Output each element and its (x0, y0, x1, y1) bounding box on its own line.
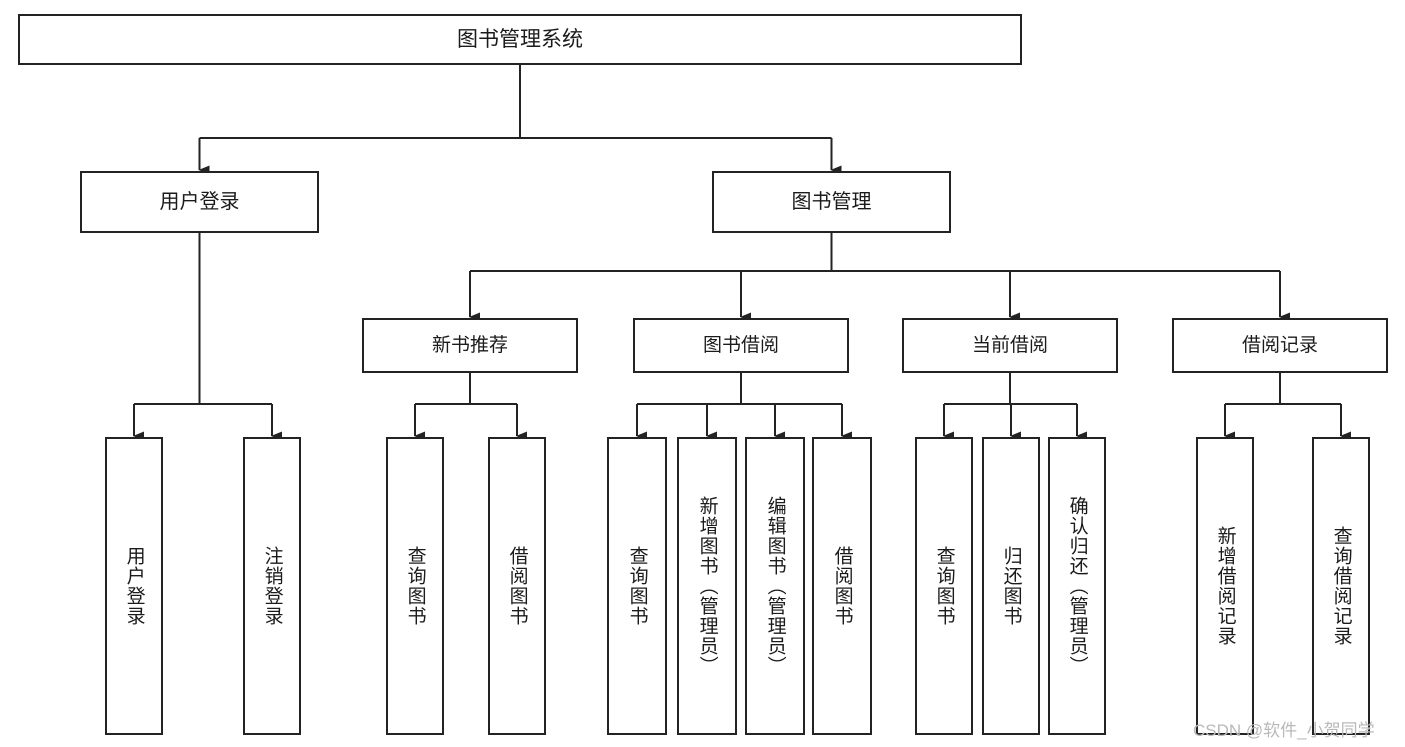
node-label: 查询借阅记录 (1330, 526, 1352, 646)
node-label: 查询图书 (404, 546, 426, 626)
node-label: 新增图书（管理员） (696, 496, 718, 676)
node-l-bo-query[interactable]: 查询图书 (607, 437, 667, 735)
node-label: 借阅图书 (506, 546, 528, 626)
node-l-nb-borrow[interactable]: 借阅图书 (488, 437, 546, 735)
node-label: 查询图书 (933, 546, 955, 626)
node-label: 新增借阅记录 (1214, 526, 1236, 646)
node-borrow[interactable]: 图书借阅 (633, 318, 849, 373)
node-l-bo-edit[interactable]: 编辑图书（管理员） (745, 437, 805, 735)
node-label: 归还图书 (1000, 546, 1022, 626)
node-l-login[interactable]: 用户登录 (105, 437, 163, 735)
node-label: 图书管理系统 (457, 27, 583, 51)
node-label: 注销登录 (261, 546, 283, 626)
node-newbook[interactable]: 新书推荐 (362, 318, 578, 373)
node-current[interactable]: 当前借阅 (902, 318, 1118, 373)
node-label: 图书借阅 (702, 334, 779, 356)
node-label: 图书管理 (791, 190, 872, 213)
node-l-re-query[interactable]: 查询借阅记录 (1312, 437, 1370, 735)
node-l-bo-add[interactable]: 新增图书（管理员） (677, 437, 737, 735)
node-bookmgmt[interactable]: 图书管理 (712, 171, 951, 233)
node-l-bo-lend[interactable]: 借阅图书 (812, 437, 872, 735)
node-label: 查询图书 (626, 546, 648, 626)
node-l-cu-return[interactable]: 归还图书 (982, 437, 1040, 735)
node-l-nb-query[interactable]: 查询图书 (386, 437, 444, 735)
node-label: 用户登录 (159, 190, 240, 213)
node-records[interactable]: 借阅记录 (1172, 318, 1388, 373)
node-label: 当前借阅 (971, 334, 1048, 356)
node-label: 确认归还（管理员） (1066, 496, 1088, 676)
node-login[interactable]: 用户登录 (80, 171, 319, 233)
node-label: 用户登录 (123, 546, 145, 626)
node-label: 编辑图书（管理员） (764, 496, 786, 676)
node-root[interactable]: 图书管理系统 (18, 14, 1022, 65)
node-label: 新书推荐 (431, 334, 508, 356)
node-l-logout[interactable]: 注销登录 (243, 437, 301, 735)
node-l-cu-confirm[interactable]: 确认归还（管理员） (1048, 437, 1106, 735)
node-l-cu-query[interactable]: 查询图书 (915, 437, 973, 735)
node-label: 借阅记录 (1241, 334, 1318, 356)
node-l-re-add[interactable]: 新增借阅记录 (1196, 437, 1254, 735)
node-label: 借阅图书 (831, 546, 853, 626)
csdn-watermark: CSDN @软件_小贺同学 (1193, 721, 1375, 740)
